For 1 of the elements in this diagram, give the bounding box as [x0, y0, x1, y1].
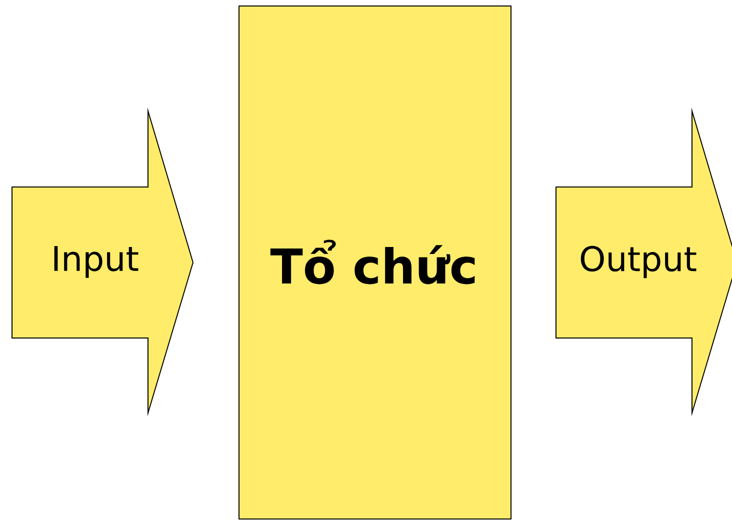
process-box: Tổ chức	[238, 6, 512, 520]
